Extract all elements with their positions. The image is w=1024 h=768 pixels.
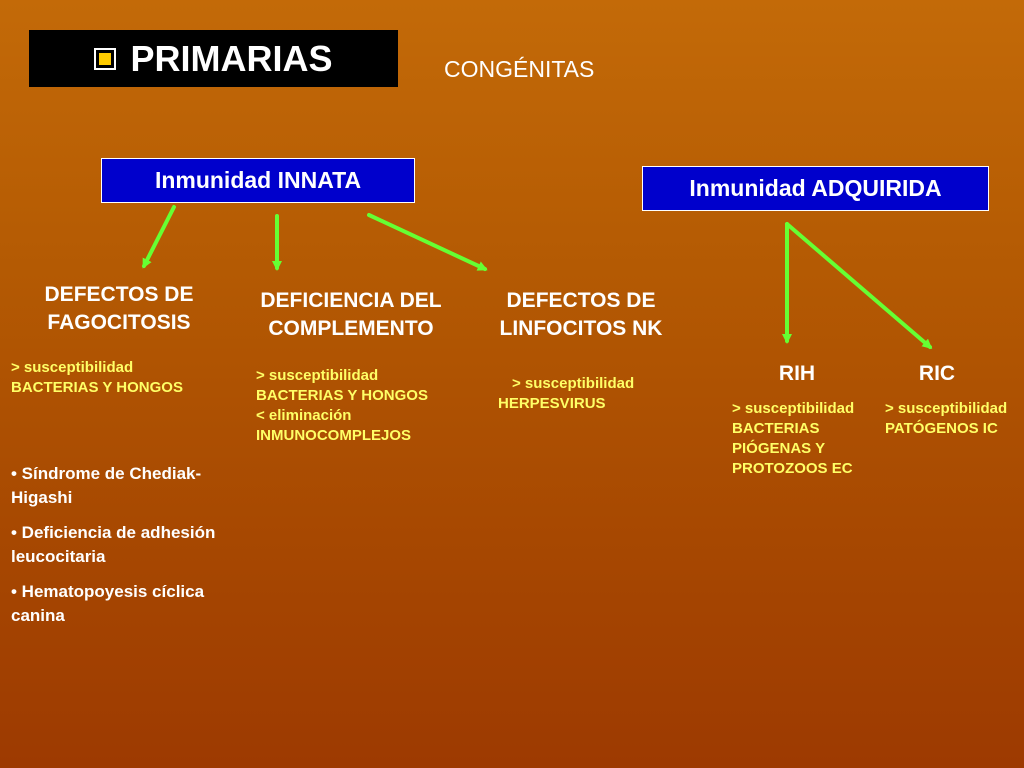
list-item: • Hematopoyesis cíclica canina bbox=[11, 582, 205, 625]
title-box: PRIMARIAS bbox=[29, 30, 398, 87]
note-line: < eliminación bbox=[256, 407, 352, 424]
heading-ric: RIC bbox=[918, 362, 956, 385]
arrow-innata-nk bbox=[367, 213, 488, 271]
innata-box: Inmunidad INNATA bbox=[101, 158, 415, 203]
note-line: BACTERIAS Y HONGOS bbox=[256, 387, 428, 404]
notes-rih: > susceptibilidad BACTERIAS PIÓGENAS Y P… bbox=[732, 399, 882, 479]
arrow-adquirida-ric bbox=[785, 222, 933, 349]
adquirida-box: Inmunidad ADQUIRIDA bbox=[642, 166, 989, 211]
checkbox-icon bbox=[94, 47, 117, 70]
list-item: • Síndrome de Chediak-Higashi bbox=[11, 464, 202, 507]
heading-fagocitosis: DEFECTOS DE FAGOCITOSIS bbox=[14, 281, 224, 337]
note-line: PROTOZOOS EC bbox=[732, 460, 853, 477]
note-line: > susceptibilidad bbox=[256, 367, 379, 384]
heading-line: FAGOCITOSIS bbox=[47, 311, 191, 334]
note-line: > susceptibilidad bbox=[11, 359, 134, 376]
note-line: BACTERIAS bbox=[732, 420, 820, 437]
note-line: BACTERIAS Y HONGOS bbox=[11, 379, 183, 396]
note-line: > susceptibilidad bbox=[732, 400, 855, 417]
note-line: PATÓGENOS IC bbox=[885, 420, 998, 437]
list-item: • Deficiencia de adhesión leucocitaria bbox=[11, 523, 216, 566]
notes-ric: > susceptibilidad PATÓGENOS IC bbox=[885, 399, 1024, 439]
notes-complemento: > susceptibilidad BACTERIAS Y HONGOS < e… bbox=[256, 366, 476, 446]
note-line: HERPESVIRUS bbox=[498, 395, 606, 412]
heading-complemento: DEFICIENCIA DEL COMPLEMENTO bbox=[236, 287, 466, 343]
subtitle: CONGÉNITAS bbox=[444, 56, 595, 82]
notes-nk: > susceptibilidad HERPESVIRUS bbox=[498, 374, 688, 414]
notes-fagocitosis: > susceptibilidad BACTERIAS Y HONGOS bbox=[11, 358, 231, 398]
note-line: INMUNOCOMPLEJOS bbox=[256, 427, 412, 444]
arrow-innata-fagocitosis bbox=[142, 205, 176, 269]
note-line: > susceptibilidad bbox=[512, 375, 635, 392]
heading-line: DEFECTOS DE bbox=[44, 283, 194, 306]
note-line: PIÓGENAS Y bbox=[732, 440, 826, 457]
heading-line: LINFOCITOS NK bbox=[499, 317, 663, 340]
page-title: PRIMARIAS bbox=[130, 37, 333, 79]
heading-line: DEFECTOS DE bbox=[506, 289, 656, 312]
heading-line: COMPLEMENTO bbox=[268, 317, 434, 340]
heading-line: DEFICIENCIA DEL bbox=[260, 289, 442, 312]
examples-fagocitosis: • Síndrome de Chediak-Higashi • Deficien… bbox=[11, 462, 241, 639]
heading-nk: DEFECTOS DE LINFOCITOS NK bbox=[474, 287, 688, 343]
note-line: > susceptibilidad bbox=[885, 400, 1008, 417]
heading-rih: RIH bbox=[778, 362, 816, 385]
